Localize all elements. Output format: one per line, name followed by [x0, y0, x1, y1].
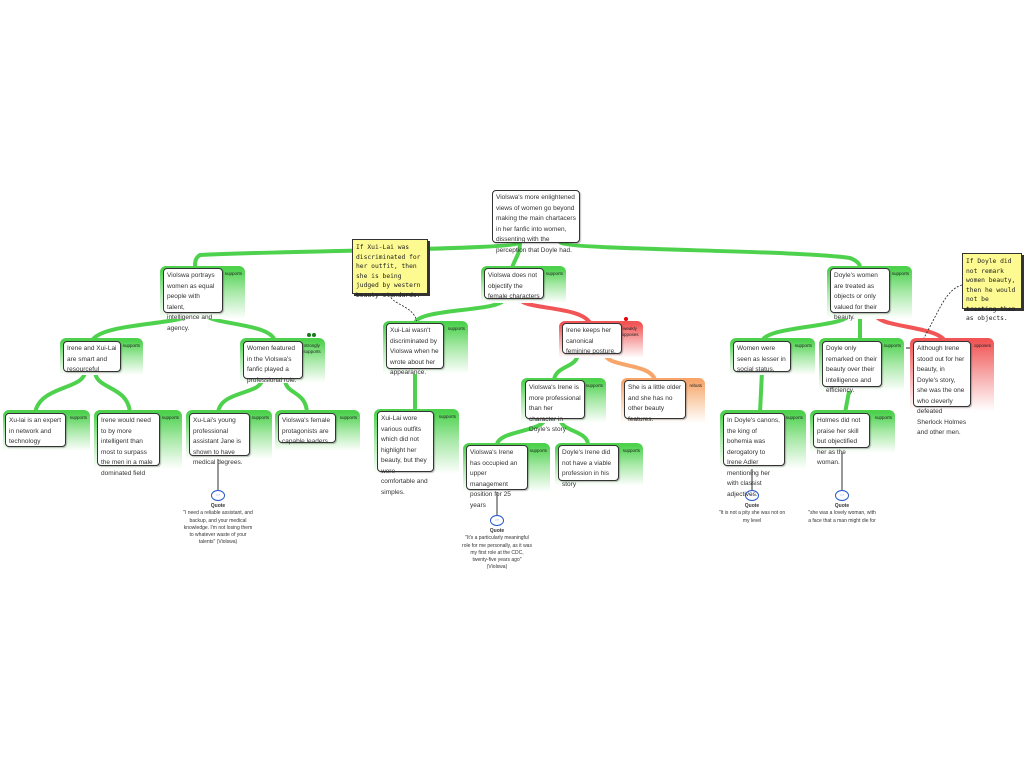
reason-node[interactable]: Women featured in the Violswa's fanfic p…	[243, 341, 303, 384]
relation-label: opposes	[973, 343, 991, 348]
quote-icon: “ ”	[211, 490, 225, 501]
quote-icon: “ ”	[745, 490, 759, 501]
relation-label: weakly opposes	[621, 326, 639, 337]
objection-node[interactable]: Although Irene stood out for her beauty,…	[913, 341, 971, 436]
reason-node[interactable]: Xu-lai is an expert in network and techn…	[5, 413, 66, 447]
strength-dot	[307, 333, 311, 337]
reason-node[interactable]: Violswa's Irene is more professional tha…	[525, 380, 585, 433]
relation-label: supports	[224, 271, 242, 276]
reason-node[interactable]: Xu-Lai's young professional assistant Ja…	[189, 413, 250, 466]
reason-node[interactable]: Women were seen as lesser in social stat…	[733, 341, 791, 373]
relation-label: supports	[529, 448, 547, 453]
strength-dot	[624, 317, 628, 321]
root-claim[interactable]: Violswa's more enlightened views of wome…	[492, 190, 580, 254]
quote-evidence[interactable]: ✓ “ ” Quote "I need a reliable assistant…	[183, 490, 253, 547]
reason-node[interactable]: Xui-Lai wasn't discriminated by Violswa …	[386, 323, 444, 376]
relation-label: supports	[883, 343, 901, 348]
relation-label: supports	[447, 326, 465, 331]
reason-node[interactable]: Doyle's women are treated as objects or …	[830, 268, 890, 321]
relation-label: supports	[891, 271, 909, 276]
quote-icon: “ ”	[490, 515, 504, 526]
quote-evidence[interactable]: ✓ “ ” Quote "she was a lovely woman, wit…	[807, 490, 877, 540]
note-doyle[interactable]: If Doyle did not remark women beauty, th…	[962, 253, 1022, 322]
quote-text: "It's a particularly meaningful role for…	[462, 535, 532, 571]
reason-node[interactable]: In Doyle's canons, the king of bohemia w…	[723, 413, 785, 498]
quote-text: "I need a reliable assistant, and backup…	[183, 510, 253, 546]
quote-label: Quote	[489, 528, 505, 534]
quote-label: Quote	[210, 503, 226, 509]
relation-label: supports	[122, 343, 140, 348]
relation-label: supports	[874, 415, 892, 420]
reason-node[interactable]: Doyle's Irene did not have a viable prof…	[558, 445, 619, 488]
relation-label: supports	[545, 271, 563, 276]
quote-text: "It is not a pity she was not on my leve…	[718, 510, 786, 524]
note-xuilai[interactable]: If Xui-Lai was discriminated for her out…	[352, 239, 428, 299]
relation-label: supports	[251, 415, 269, 420]
quote-icon: “ ”	[835, 490, 849, 501]
rebuttal-node[interactable]: She is a little older and she has no oth…	[624, 380, 686, 423]
reason-node[interactable]: Xui-Lai wore various outfits which did n…	[377, 411, 434, 496]
reason-node[interactable]: Holmes did not praise her skill but obje…	[813, 413, 870, 466]
relation-label: supports	[622, 448, 640, 453]
reason-node[interactable]: Violswa portrays women as equal people w…	[163, 268, 223, 332]
reason-node[interactable]: Doyle only remarked on their beauty over…	[822, 341, 882, 394]
relation-label: supports	[161, 415, 179, 420]
quote-label: Quote	[744, 503, 760, 509]
reason-node[interactable]: Irene and Xui-Lai are smart and resource…	[63, 341, 121, 373]
relation-label: strongly supports	[303, 343, 321, 354]
relation-label: supports	[785, 415, 803, 420]
objection-node[interactable]: Irene keeps her canonical feminine postu…	[562, 323, 622, 355]
reason-node[interactable]: Violswa does not objectify the female ch…	[484, 268, 544, 300]
strength-dot	[312, 333, 316, 337]
relation-label: supports	[438, 414, 456, 419]
relation-label: supports	[339, 415, 357, 420]
reason-node[interactable]: Violswa's Irene has occupied an upper ma…	[466, 445, 528, 509]
relation-label: rebuts	[689, 383, 702, 388]
reason-node[interactable]: Irene would need to by more intelligent …	[97, 413, 160, 477]
quote-label: Quote	[834, 503, 850, 509]
relation-label: supports	[794, 343, 812, 348]
relation-label: supports	[585, 383, 603, 388]
quote-evidence[interactable]: ✓ “ ” Quote "It's a particularly meaning…	[462, 515, 532, 572]
quote-evidence[interactable]: ✓ “ ” Quote "It is not a pity she was no…	[717, 490, 787, 540]
reason-node[interactable]: Violswa's female protagonists are capabl…	[278, 413, 336, 445]
relation-label: supports	[69, 415, 87, 420]
quote-text: "she was a lovely woman, with a face tha…	[808, 510, 876, 524]
